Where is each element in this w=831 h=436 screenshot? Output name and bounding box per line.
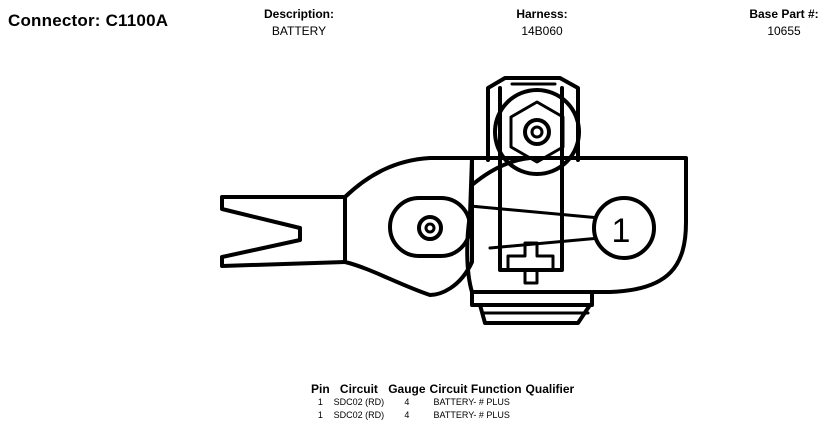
cell-function: BATTERY- # PLUS: [433, 397, 510, 407]
cell-gauge: 4: [404, 410, 410, 420]
nut-hex: [509, 100, 565, 164]
nut-center-outer: [523, 118, 551, 146]
cell-function: BATTERY- # PLUS: [433, 410, 510, 420]
pin-callout-number: 1: [612, 212, 631, 250]
cell-circuit: SDC02 (RD): [333, 410, 385, 420]
col-qualifier: Qualifier: [525, 382, 575, 396]
table-row: 1 SDC02 (RD) 4 BATTERY- # PLUS: [309, 396, 576, 409]
cell-pin: 1: [317, 397, 323, 407]
col-circuit-function: Circuit Function: [429, 382, 522, 396]
ring-hole-inner: [424, 222, 436, 234]
ring-slot: [388, 196, 472, 258]
cable-line-lower: [488, 236, 602, 250]
description-value: BATTERY: [271, 24, 327, 38]
description-label: Description:: [263, 7, 334, 21]
cell-qualifier: [524, 396, 577, 409]
ring-terminal-body: [343, 156, 474, 297]
cell-circuit: SDC02 (RD): [333, 397, 385, 407]
base-part-block: Base Part #: 10655: [734, 7, 831, 38]
screw-cross: [506, 241, 555, 285]
pin-table-header: Pin Circuit Gauge Circuit Function Quali…: [309, 382, 576, 396]
cell-qualifier: [524, 409, 577, 422]
col-pin: Pin: [311, 382, 330, 396]
nut-outer-ring: [493, 88, 581, 176]
cell-pin: 1: [317, 410, 323, 420]
col-circuit: Circuit: [339, 382, 378, 396]
harness-value: 14B060: [521, 24, 563, 38]
harness-block: Harness: 14B060: [487, 7, 597, 38]
cell-gauge: 4: [404, 397, 410, 407]
bolt-strap: [498, 86, 564, 272]
nut-center-inner: [530, 125, 544, 139]
ring-hole-outer: [417, 215, 443, 241]
pin-table: Pin Circuit Gauge Circuit Function Quali…: [309, 382, 576, 422]
description-block: Description: BATTERY: [244, 7, 354, 38]
harness-label: Harness:: [516, 7, 568, 21]
nut-housing: [486, 76, 580, 162]
table-row: 1 SDC02 (RD) 4 BATTERY- # PLUS: [309, 409, 576, 422]
pin-callout-circle: [592, 196, 656, 260]
base-part-value: 10655: [767, 24, 801, 38]
clamp-housing: [465, 156, 688, 294]
base-plate-upper: [470, 290, 594, 307]
col-gauge: Gauge: [388, 382, 426, 396]
connector-title: Connector: C1100A: [8, 11, 169, 30]
base-part-label: Base Part #:: [749, 7, 819, 21]
cable-line-upper: [468, 204, 602, 220]
spade-fork: [220, 195, 347, 268]
